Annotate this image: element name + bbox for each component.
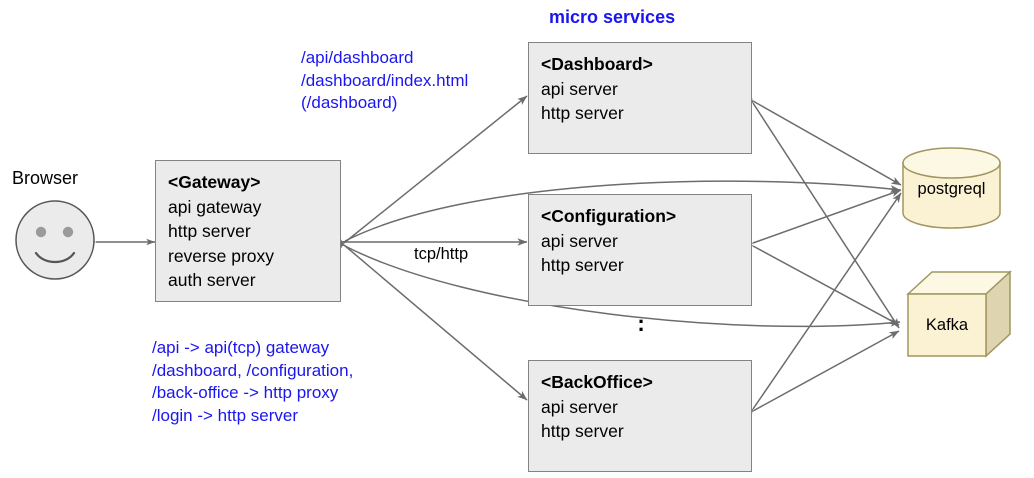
gateway-routes-line-1: /api -> api(tcp) gateway: [152, 338, 330, 357]
edge-backoffice-kafka: [742, 330, 900, 419]
node-backoffice[interactable]: <BackOffice> api server http server: [528, 360, 752, 472]
node-backoffice-line-1: api server: [541, 396, 618, 417]
node-gateway[interactable]: <Gateway> api gateway http server revers…: [155, 160, 341, 302]
node-gateway-line-3: reverse proxy: [168, 245, 275, 266]
edge-backoffice-postgresql: [744, 192, 902, 420]
node-configuration-line-1: api server: [541, 230, 618, 251]
browser-label: Browser: [12, 168, 79, 188]
node-dashboard[interactable]: <Dashboard> api server http server: [528, 42, 752, 154]
edge-configuration-kafka: [742, 238, 900, 326]
gateway-routes-note: /api -> api(tcp) gateway /dashboard, /co…: [152, 337, 353, 427]
node-backoffice-line-2: http server: [541, 421, 624, 441]
node-configuration-line-2: http server: [541, 255, 624, 275]
smiley-face-icon: [15, 200, 95, 280]
edge-configuration-postgresql: [742, 189, 902, 250]
edge-label-tcp-http: tcp/http: [414, 245, 469, 263]
node-gateway-title: <Gateway>: [168, 172, 261, 192]
gateway-routes-line-4: /login -> http server: [152, 405, 298, 425]
node-dashboard-line-1: api server: [541, 78, 618, 99]
kafka-cube-shape: [906, 270, 1012, 358]
kafka-label: Kafka: [925, 316, 969, 334]
node-configuration[interactable]: <Configuration> api server http server: [528, 194, 752, 306]
postgresql-label: postgreql: [917, 180, 986, 198]
node-gateway-line-2: http server: [168, 221, 251, 241]
node-backoffice-title: <BackOffice>: [541, 372, 653, 392]
postgresql-cylinder-shape: [902, 147, 1001, 229]
node-gateway-line-4: auth server: [168, 270, 256, 290]
dashboard-paths-line-2: /dashboard/index.html: [301, 70, 469, 90]
dashboard-paths-note: /api/dashboard /dashboard/index.html (/d…: [301, 47, 468, 115]
gateway-routes-line-2: /dashboard, /configuration,: [152, 360, 354, 380]
dashboard-paths-line-1: /api/dashboard: [301, 48, 414, 67]
gateway-routes-line-3: /back-office -> http proxy: [152, 383, 339, 402]
dashboard-paths-line-3: (/dashboard): [301, 93, 398, 112]
node-dashboard-line-2: http server: [541, 103, 624, 123]
node-gateway-line-1: api gateway: [168, 196, 262, 217]
node-dashboard-title: <Dashboard>: [541, 54, 653, 74]
node-configuration-title: <Configuration>: [541, 206, 677, 226]
section-title-micro-services: micro services: [549, 7, 676, 27]
edge-dashboard-postgresql: [742, 92, 902, 186]
services-ellipsis: ..: [638, 303, 645, 336]
edge-dashboard-kafka: [744, 92, 900, 329]
edge-gateway-backoffice: [334, 235, 528, 401]
edge-gateway-dashboard: [334, 95, 528, 252]
